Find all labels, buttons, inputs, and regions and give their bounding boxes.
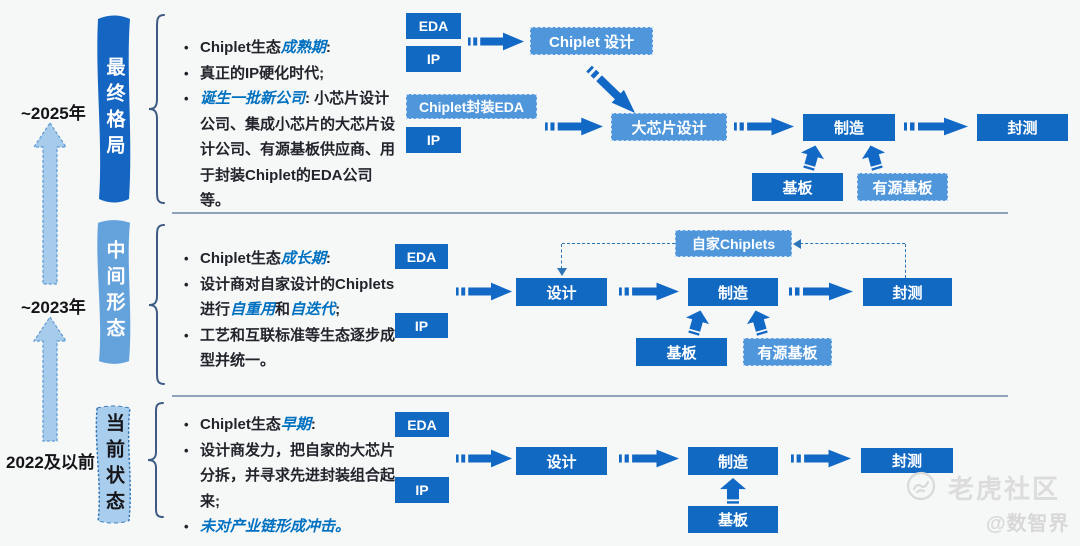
flow-box-own-chiplets: 自家Chiplets: [675, 230, 792, 257]
striped-arrow-icon: [545, 116, 603, 137]
flow-box-eda: EDA: [395, 244, 448, 269]
bullet-dot-icon: •: [184, 251, 189, 266]
flow-box-active-substrate: 有源基板: [857, 173, 948, 201]
arrowhead-left-icon: [793, 239, 801, 249]
striped-arrow-icon: [456, 281, 512, 302]
flow-box-active-substrate: 有源基板: [743, 338, 832, 366]
striped-arrow-diagonal-icon: [582, 61, 643, 121]
flow-box-ip: IP: [395, 477, 449, 503]
timeline-up-arrow-bottom: [33, 316, 67, 442]
flow-box-design: 设计: [516, 278, 607, 306]
bullet-dot-icon: •: [184, 327, 189, 343]
banner-final-structure: 最终格局: [96, 14, 132, 204]
dashed-connector: [800, 243, 905, 244]
watermark-brand: 老虎社区: [948, 474, 1061, 504]
banner-current-label: 当前状态: [103, 412, 124, 517]
bullet-dot-icon: •: [184, 91, 189, 106]
bullet-list-final: •Chiplet生态成熟期:•真正的IP硬化时代;•诞生一批新公司: 小芯片设计…: [183, 35, 395, 214]
flow-box-substrate: 基板: [636, 338, 727, 366]
bullet-item: •Chiplet生态成长期:: [183, 246, 397, 272]
bullet-item: •Chiplet生态早期:: [183, 412, 395, 438]
up-arrow-icon: [720, 478, 746, 504]
banner-intermediate-label: 中间形态: [103, 240, 125, 344]
timeline-label-2025: ~2025年: [21, 104, 86, 123]
flow-box-chiplet-design: Chiplet 设计: [530, 27, 653, 55]
bullet-dot-icon: •: [184, 519, 189, 534]
flow-box-manufacture: 制造: [688, 278, 778, 306]
flow-box-manufacture: 制造: [688, 447, 778, 475]
timeline-up-arrow-top: [33, 122, 67, 285]
striped-arrow-icon: [789, 281, 853, 302]
bullet-dot-icon: •: [184, 417, 189, 432]
flow-box-eda: EDA: [406, 13, 461, 39]
bullet-item: •工艺和互联标准等生态逐步成型并统一。: [183, 323, 397, 374]
flow-box-manufacture: 制造: [803, 114, 895, 141]
banner-intermediate-form: 中间形态: [96, 219, 132, 365]
bullet-dot-icon: •: [184, 65, 189, 81]
flow-box-ip: IP: [395, 313, 448, 338]
flow-box-ip: IP: [406, 46, 461, 72]
bullet-item: •真正的IP硬化时代;: [183, 61, 395, 87]
flow-box-eda: EDA: [395, 412, 449, 437]
striped-arrow-icon: [619, 281, 679, 302]
bullet-dot-icon: •: [184, 276, 189, 292]
flow-box-package-test: 封测: [863, 278, 952, 306]
flow-box-design: 设计: [516, 447, 607, 475]
brace-intermediate-section: [149, 224, 165, 385]
section-divider-top: [172, 212, 1008, 214]
striped-arrow-icon: [468, 31, 524, 52]
bullet-item: •诞生一批新公司: 小芯片设计公司、集成小芯片的大芯片设计公司、有源基板供应商、…: [183, 86, 395, 214]
up-arrow-icon: [744, 307, 774, 338]
striped-arrow-icon: [904, 116, 968, 137]
flow-box-ip: IP: [406, 127, 461, 153]
flow-box-chiplet-pkg-eda: Chiplet封装EDA: [406, 94, 537, 119]
flow-box-package-test: 封测: [977, 114, 1068, 141]
dashed-connector: [562, 243, 675, 244]
flow-box-substrate: 基板: [752, 173, 843, 201]
up-arrow-icon: [859, 142, 889, 173]
brace-current-section: [148, 402, 164, 518]
tiger-logo-icon: [906, 471, 936, 501]
flow-box-substrate: 基板: [688, 506, 778, 533]
flow-box-big-chip-design: 大芯片设计: [611, 113, 727, 141]
bullet-list-current: •Chiplet生态早期:•设计商发力，把自家的大芯片分拆，并寻求先进封装组合起…: [183, 412, 395, 540]
bullet-item: •Chiplet生态成熟期:: [183, 35, 395, 61]
striped-arrow-icon: [456, 448, 512, 469]
up-arrow-icon: [797, 142, 827, 173]
bullet-item: •未对产业链形成冲击。: [183, 514, 395, 540]
dashed-connector: [905, 244, 906, 278]
section-divider-bottom: [172, 395, 1008, 397]
bullet-dot-icon: •: [184, 442, 189, 458]
striped-arrow-icon: [619, 448, 679, 469]
bullet-item: •设计商对自家设计的Chiplets进行自重用和自迭代;: [183, 272, 397, 323]
striped-arrow-icon: [734, 116, 794, 137]
bullet-list-intermediate: •Chiplet生态成长期:•设计商对自家设计的Chiplets进行自重用和自迭…: [183, 246, 397, 374]
striped-arrow-icon: [791, 448, 851, 469]
bullet-item: •设计商发力，把自家的大芯片分拆，并寻求先进封装组合起来;: [183, 438, 395, 515]
watermark-handle: @数智界: [986, 513, 1070, 535]
timeline-label-2022: 2022及以前: [6, 453, 95, 472]
flow-box-package-test: 封测: [861, 448, 953, 473]
banner-current-state: 当前状态: [95, 405, 132, 524]
dashed-connector: [561, 244, 562, 269]
up-arrow-icon: [682, 307, 712, 338]
timeline-label-2023: ~2023年: [21, 298, 86, 317]
arrowhead-down-icon: [557, 268, 567, 276]
banner-final-label: 最终格局: [103, 57, 125, 161]
bullet-dot-icon: •: [184, 40, 189, 55]
brace-final-section: [149, 14, 165, 204]
